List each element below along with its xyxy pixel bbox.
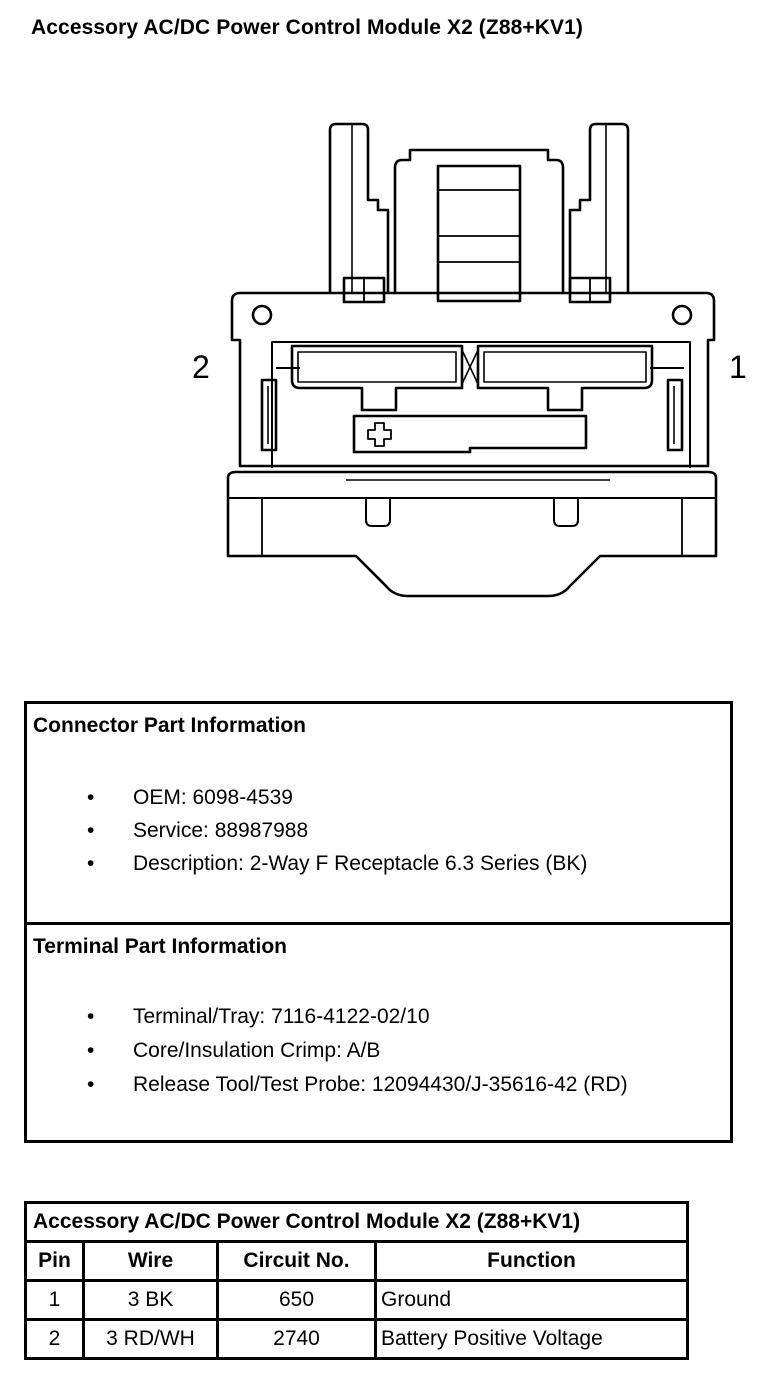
left-side-slot — [260, 378, 278, 452]
cell-wire: 3 RD/WH — [82, 1318, 219, 1360]
header-circuit: Circuit No. — [216, 1240, 377, 1282]
connector-lower-body — [226, 470, 718, 598]
cavity-frame — [271, 341, 691, 468]
connector-body — [230, 291, 716, 468]
page-title: Accessory AC/DC Power Control Module X2 … — [31, 16, 583, 39]
cell-wire: 3 BK — [82, 1279, 219, 1321]
connector-info-heading: Connector Part Information — [33, 714, 307, 737]
terminal-info-heading: Terminal Part Information — [33, 935, 287, 958]
pin-1-label: 1 — [729, 349, 747, 385]
connector-face-diagram — [226, 122, 718, 598]
part-information-box: Connector Part Information • OEM: 6098-4… — [24, 701, 733, 1143]
pin-function-table: Accessory AC/DC Power Control Module X2 … — [24, 1201, 689, 1360]
right-mount-hole — [671, 304, 693, 326]
list-item: • Release Tool/Test Probe: 12094430/J-35… — [27, 1073, 727, 1103]
cell-function: Battery Positive Voltage — [374, 1318, 689, 1360]
pin-2-label: 2 — [192, 349, 210, 385]
terminal-crimp: Core/Insulation Crimp: A/B — [133, 1039, 381, 1062]
lock-tab — [436, 164, 522, 303]
table-row: 1 3 BK 650 Ground — [24, 1279, 689, 1321]
list-item: • Core/Insulation Crimp: A/B — [27, 1039, 727, 1069]
terminal-tray: Terminal/Tray: 7116-4122-02/10 — [133, 1005, 430, 1028]
bullet-icon: • — [87, 1005, 95, 1028]
terminal-release-tool: Release Tool/Test Probe: 12094430/J-3561… — [133, 1073, 628, 1096]
right-rib — [553, 498, 579, 527]
left-rib — [365, 498, 391, 527]
plus-mark — [367, 422, 392, 447]
terminal-cavity-2 — [290, 344, 464, 412]
list-item: • OEM: 6098-4539 — [27, 786, 727, 816]
left-mount-hole — [251, 304, 273, 326]
list-item: • Description: 2-Way F Receptacle 6.3 Se… — [27, 852, 727, 882]
table-header-row: Pin Wire Circuit No. Function — [24, 1240, 689, 1282]
center-lock-housing — [393, 148, 565, 293]
polarity-bar — [352, 414, 588, 454]
left-latch-tower — [328, 122, 390, 293]
terminal-part-information: Terminal Part Information • Terminal/Tra… — [27, 925, 730, 1140]
header-pin: Pin — [24, 1240, 85, 1282]
terminal-cavity-1 — [476, 344, 654, 412]
bullet-icon: • — [87, 786, 95, 809]
right-latch-tower — [568, 122, 630, 293]
header-wire: Wire — [82, 1240, 219, 1282]
connector-service: Service: 88987988 — [133, 819, 309, 842]
cell-circuit: 650 — [216, 1279, 377, 1321]
cell-pin: 2 — [24, 1318, 85, 1360]
table-row: 2 3 RD/WH 2740 Battery Positive Voltage — [24, 1318, 689, 1360]
bullet-icon: • — [87, 852, 95, 875]
connector-description: Description: 2-Way F Receptacle 6.3 Seri… — [133, 852, 588, 875]
cell-circuit: 2740 — [216, 1318, 377, 1360]
bullet-icon: • — [87, 1073, 95, 1096]
list-item: • Terminal/Tray: 7116-4122-02/10 — [27, 1005, 727, 1035]
bullet-icon: • — [87, 819, 95, 842]
right-side-slot — [666, 378, 684, 452]
header-function: Function — [374, 1240, 689, 1282]
cell-function: Ground — [374, 1279, 689, 1321]
connector-oem: OEM: 6098-4539 — [133, 786, 293, 809]
table-caption-row: Accessory AC/DC Power Control Module X2 … — [24, 1201, 689, 1243]
cell-pin: 1 — [24, 1279, 85, 1321]
list-item: • Service: 88987988 — [27, 819, 727, 849]
bullet-icon: • — [87, 1039, 95, 1062]
table-caption: Accessory AC/DC Power Control Module X2 … — [24, 1201, 689, 1243]
connector-part-information: Connector Part Information • OEM: 6098-4… — [27, 704, 730, 925]
